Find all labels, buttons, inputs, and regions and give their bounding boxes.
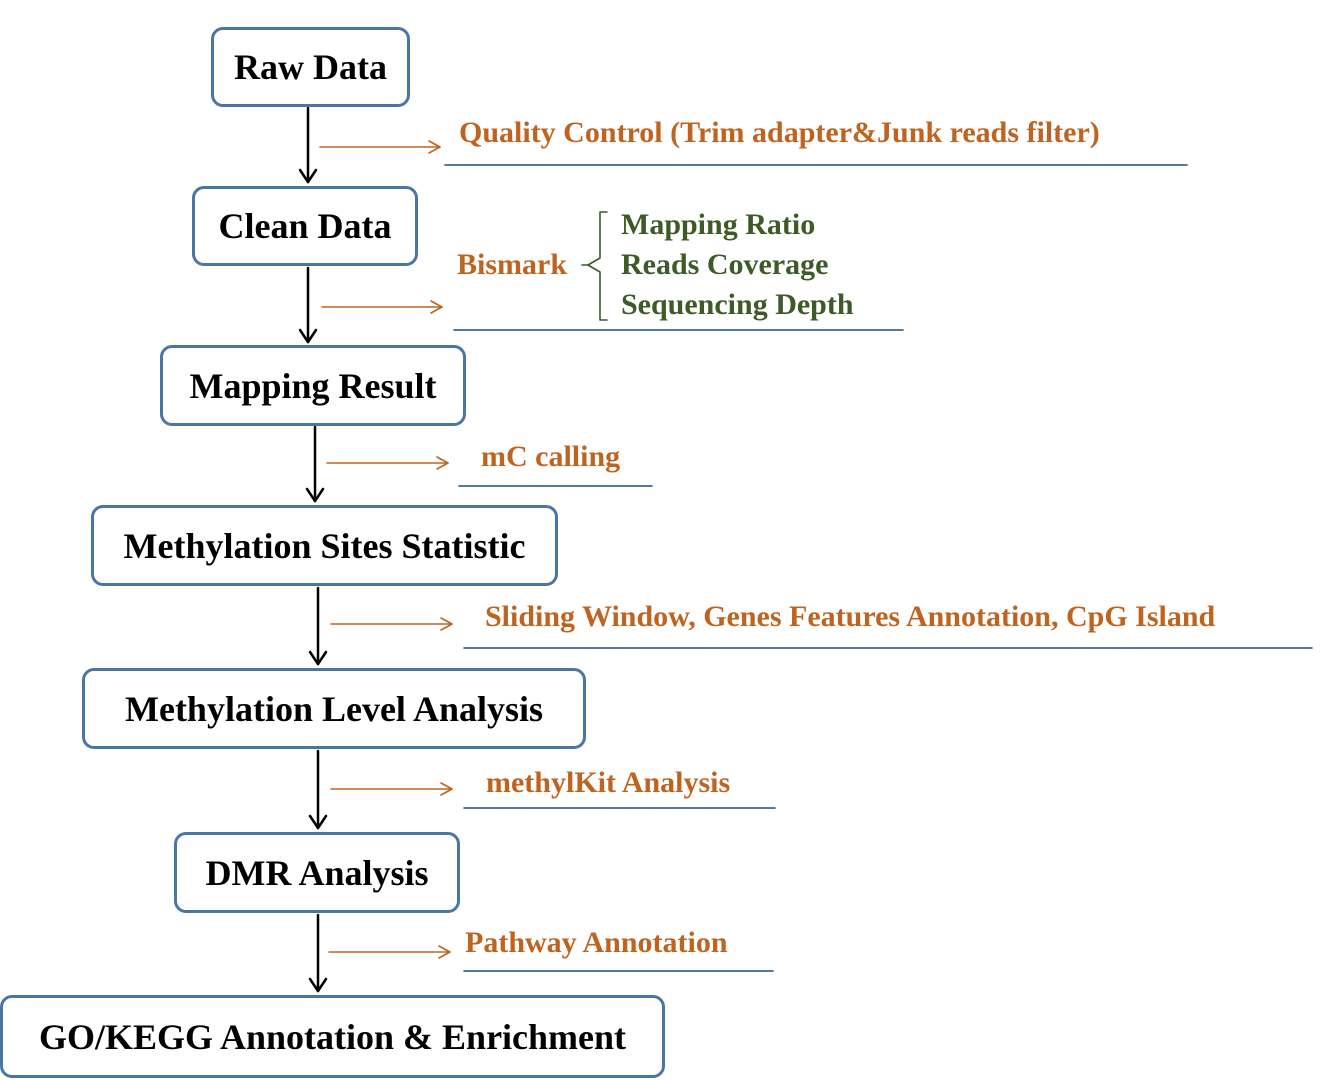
bismark-bracket xyxy=(587,211,608,321)
bismark-output-mapping-ratio: Mapping Ratio xyxy=(621,208,816,241)
flow-arrowhead-1 xyxy=(298,328,318,344)
step-sliding-window: Sliding Window, Genes Features Annotatio… xyxy=(485,600,1216,633)
node-methylation-sites-statistic: Methylation Sites Statistic xyxy=(91,505,558,586)
flow-arrowhead-2 xyxy=(305,487,325,503)
step-bismark: Bismark xyxy=(457,248,568,281)
side-arrowhead-0 xyxy=(428,140,441,154)
bismark-output-sequencing-depth: Sequencing Depth xyxy=(621,288,854,321)
side-arrowhead-4 xyxy=(440,782,453,796)
flow-arrowhead-4 xyxy=(308,814,328,830)
node-mapping-result: Mapping Result xyxy=(160,345,466,426)
flow-arrowhead-0 xyxy=(298,168,318,184)
node-raw-data: Raw Data xyxy=(211,27,410,107)
node-methylation-level-analysis: Methylation Level Analysis xyxy=(82,668,586,749)
side-arrowhead-3 xyxy=(440,617,453,631)
bismark-output-reads-coverage: Reads Coverage xyxy=(621,248,829,281)
node-go-kegg-annotation: GO/KEGG Annotation & Enrichment xyxy=(0,995,665,1078)
node-dmr-analysis: DMR Analysis xyxy=(174,832,460,913)
flow-arrowhead-3 xyxy=(308,650,328,666)
step-quality-control: Quality Control (Trim adapter&Junk reads… xyxy=(459,116,1100,149)
node-clean-data: Clean Data xyxy=(192,186,418,266)
side-arrowhead-1 xyxy=(430,300,443,314)
step-pathway-annotation: Pathway Annotation xyxy=(465,926,728,959)
side-arrowhead-5 xyxy=(438,945,451,959)
side-arrowhead-2 xyxy=(436,456,449,470)
flow-arrowhead-5 xyxy=(308,977,328,993)
step-mc-calling: mC calling xyxy=(481,440,621,473)
step-methylkit-analysis: methylKit Analysis xyxy=(486,766,731,799)
